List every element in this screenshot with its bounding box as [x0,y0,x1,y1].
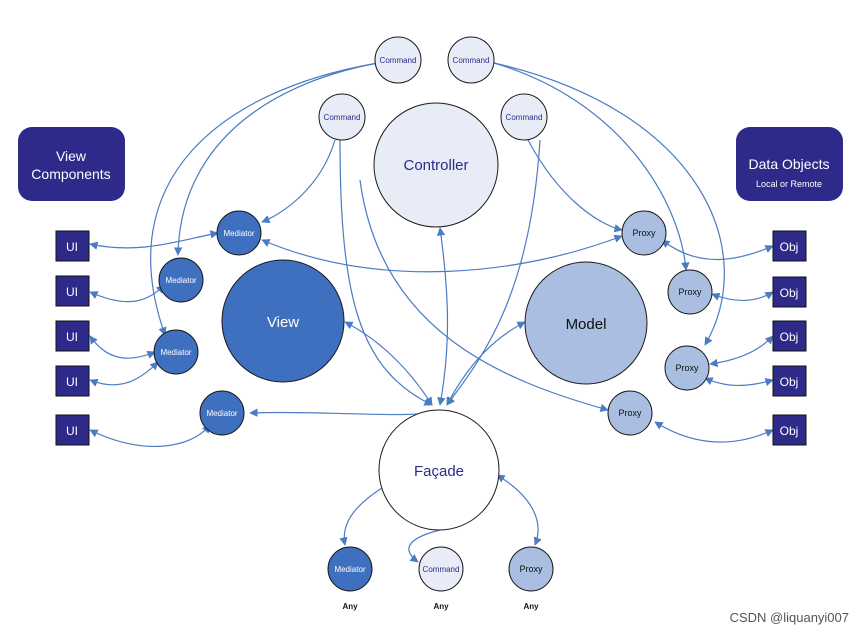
controller-label: Controller [403,157,468,174]
command-label-3: Command [324,113,361,122]
arrow-facade-command-any [408,529,441,563]
proxy-label-4: Proxy [618,408,642,418]
mediator-any-node: Mediator Any [327,546,373,611]
view-node: View [221,259,345,383]
arrow-proxy2-obj2 [711,291,774,301]
view-components-line1: View [56,148,87,164]
obj-label-5: Obj [780,424,799,438]
mediator-label-2: Mediator [165,276,196,285]
mediator-node-3: Mediator [153,329,199,375]
proxy-node-3: Proxy [664,345,710,391]
obj-column: Obj Obj Obj Obj Obj [772,230,807,446]
mediator-node-1: Mediator [216,210,262,256]
command-any-node: Command Any [418,546,464,611]
arrow-ui2-mediator2 [89,284,165,303]
command-node-3: Command [318,93,366,141]
arrow-proxy3-obj4 [704,377,774,387]
proxy-label-1: Proxy [632,228,656,238]
arrow-model-facade [446,321,526,406]
arrow-command1-mediator2 [173,62,379,256]
mediator-node-2: Mediator [158,257,204,303]
arrow-facade-mediator4 [249,408,441,417]
command-node-1: Command [374,36,422,84]
facade-node: Façade [378,409,500,531]
obj-label-2: Obj [780,286,799,300]
any-label-1: Any [342,602,358,611]
arrow-view-facade [344,321,433,406]
arrow-command4-proxy1 [527,139,623,233]
proxy-node-1: Proxy [621,210,667,256]
command-any-label: Command [423,565,460,574]
mediator-label-3: Mediator [160,348,191,357]
arrow-command1-mediator3 [150,62,379,336]
arrow-proxy3-obj3 [709,335,774,368]
command-label-1: Command [380,56,417,65]
proxy-label-3: Proxy [675,363,699,373]
arrow-command3-mediator1 [261,139,336,224]
model-node: Model [524,261,648,385]
proxy-any-label: Proxy [519,564,543,574]
any-label-3: Any [523,602,539,611]
any-label-2: Any [433,602,449,611]
proxy-label-2: Proxy [678,287,702,297]
facade-label: Façade [414,463,464,480]
command-label-4: Command [506,113,543,122]
obj-label-3: Obj [780,330,799,344]
watermark-text: CSDN @liquanyi007 [729,610,849,625]
obj-label-4: Obj [780,375,799,389]
mediator-node-4: Mediator [199,390,245,436]
command-label-2: Command [453,56,490,65]
mediator-label-4: Mediator [206,409,237,418]
ui-label-2: UI [66,285,78,299]
ui-label-3: UI [66,330,78,344]
proxy-node-2: Proxy [667,269,713,315]
command-node-2: Command [447,36,495,84]
proxy-node-4: Proxy [607,390,653,436]
ui-label-5: UI [66,424,78,438]
view-components-box: View Components [18,127,125,201]
arrow-proxy1-obj1 [661,239,774,261]
mediator-label-1: Mediator [223,229,254,238]
command-node-4: Command [500,93,548,141]
arrow-mediator1-proxy1 [261,234,623,273]
view-label: View [267,314,299,331]
arrow-proxy4-obj5 [654,421,774,443]
proxy-any-node: Proxy Any [508,546,554,611]
ui-column: UI UI UI UI UI [55,230,90,446]
arrow-ui4-mediator3 [89,361,159,387]
ui-label-1: UI [66,240,78,254]
arrow-facade-proxy-any [496,474,542,546]
arrow-ui3-mediator3 [89,335,156,359]
arrow-ui1-mediator1 [89,230,219,250]
controller-node: Controller [373,102,499,228]
data-objects-box: Data Objects Local or Remote [736,127,843,201]
arrow-controller-facade [436,227,449,406]
arrow-command-proxy4 [359,179,609,413]
obj-label-1: Obj [780,240,799,254]
arrow-command2-proxy3 [493,62,725,346]
connector-arrows [89,62,774,563]
mediator-any-label: Mediator [334,565,365,574]
data-objects-subtitle: Local or Remote [756,179,822,189]
data-objects-title: Data Objects [749,156,830,172]
model-label: Model [566,316,607,333]
ui-label-4: UI [66,375,78,389]
view-components-line2: Components [31,166,110,182]
arrow-ui5-mediator4 [89,424,211,447]
